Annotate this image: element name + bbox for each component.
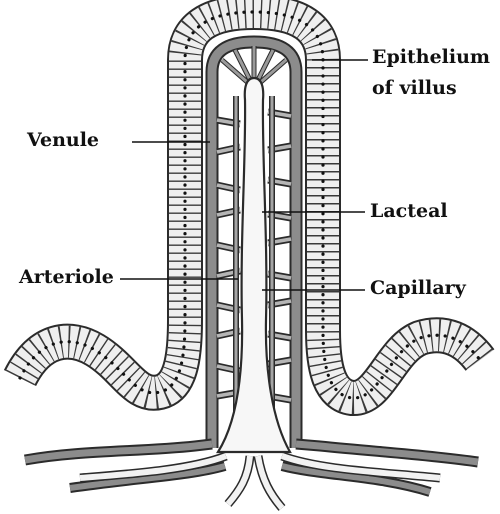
label-capillary: Capillary: [370, 276, 466, 300]
villus-core: [212, 42, 296, 452]
label-venule: Venule: [27, 128, 99, 152]
label-lacteal: Lacteal: [370, 199, 448, 223]
base-vessels: [25, 444, 478, 508]
label-epithelium-line1: Epithelium: [372, 45, 490, 69]
label-epithelium-line2: of villus: [372, 76, 457, 100]
label-arteriole: Arteriole: [19, 265, 114, 289]
